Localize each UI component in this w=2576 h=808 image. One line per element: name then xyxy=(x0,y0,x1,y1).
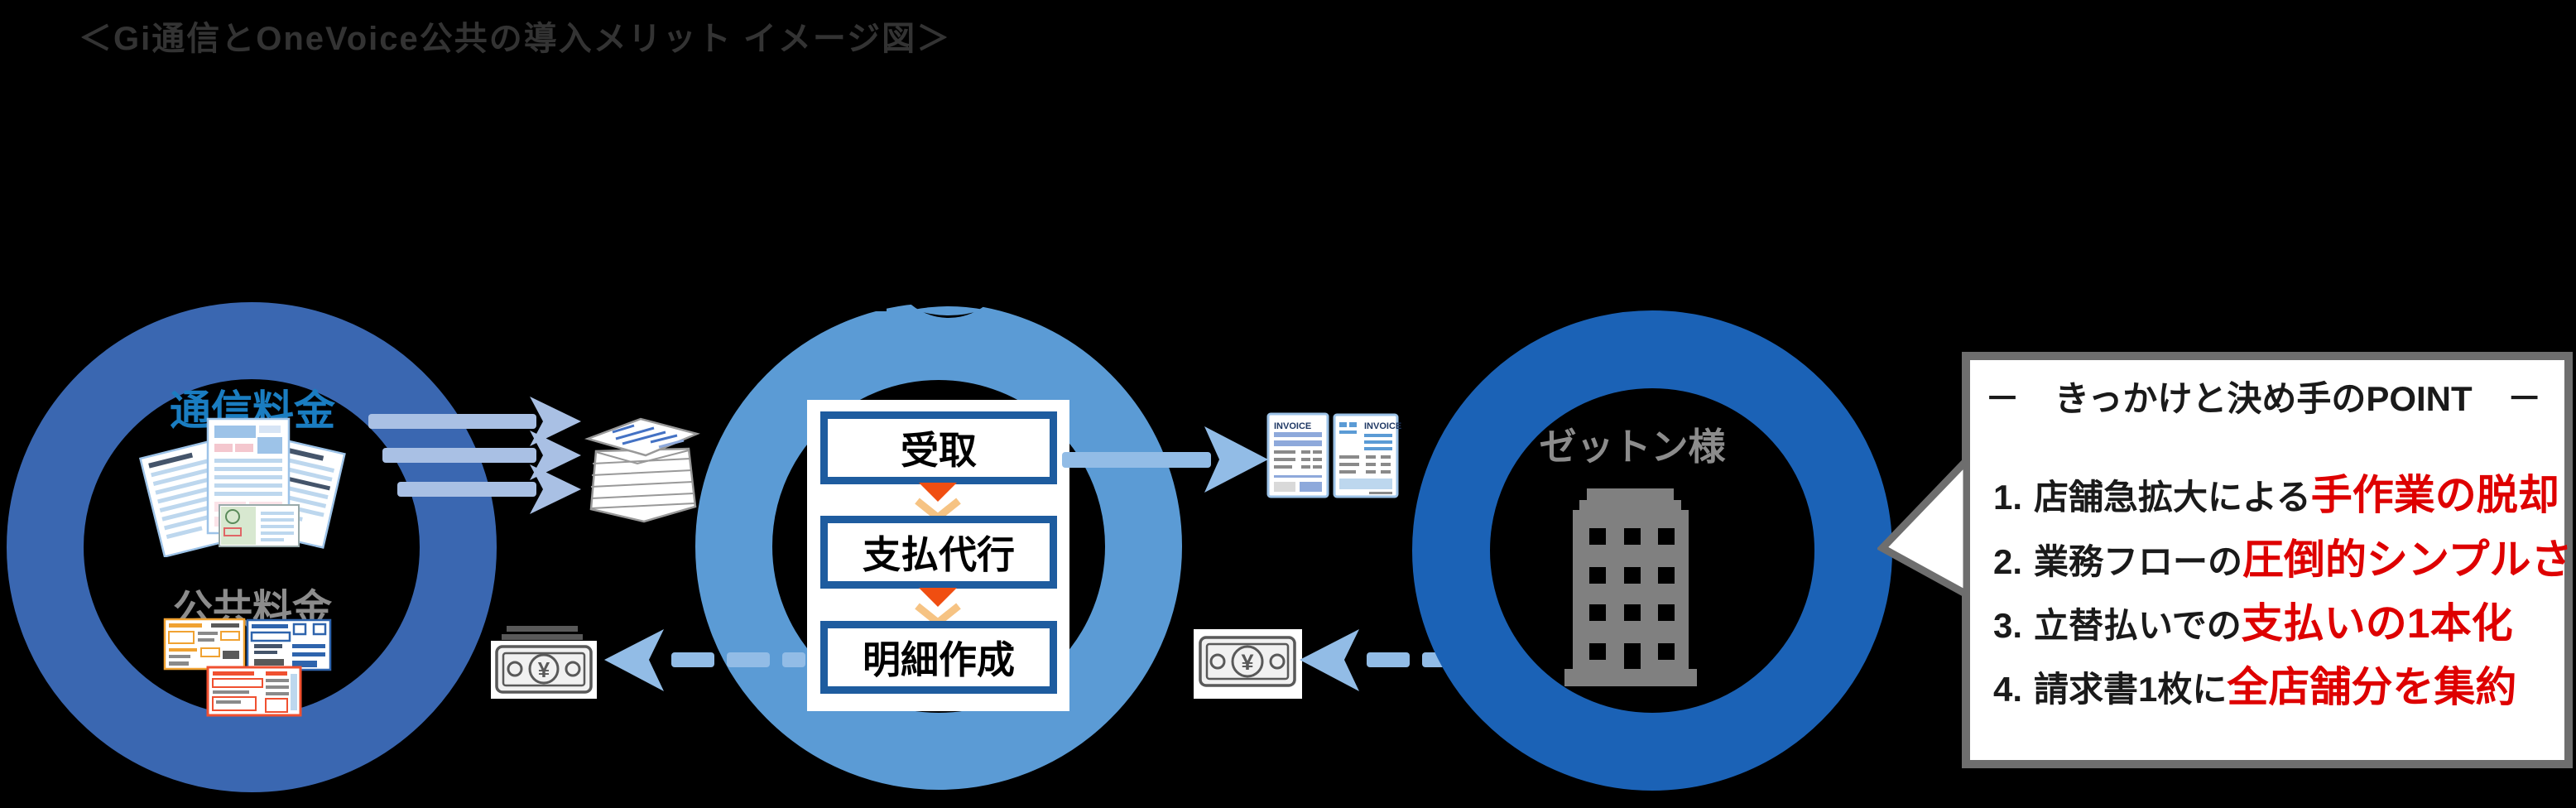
point-item: 4. 請求書1枚に全店舗分を集約 xyxy=(1993,654,2516,710)
step-statement-creation-box: 明細作成 xyxy=(820,621,1057,694)
point-item-number: 4. xyxy=(1993,670,2023,709)
money-stack-icon: ¥ xyxy=(491,626,597,699)
invoice-flow-arrow-icon xyxy=(1062,426,1268,493)
client-name-label: ゼットン様 xyxy=(1539,426,1726,468)
point-item-text: 立替払いでの xyxy=(2034,606,2242,645)
process-flow-panel: 受取 支払代行 明細作成 xyxy=(807,400,1069,711)
telecom-invoices-icon xyxy=(138,417,346,557)
point-item-highlight: 全店舗分を集約 xyxy=(2227,664,2517,710)
documents-flow-arrows-icon xyxy=(368,397,581,514)
badge-text-shadow xyxy=(1012,298,1055,311)
point-item: 2. 業務フローの圧倒的シンプルさ xyxy=(1993,527,2573,583)
point-item-number: 1. xyxy=(1993,478,2023,517)
badge-notch xyxy=(889,199,1008,318)
badge-text-shadow xyxy=(848,300,887,311)
point-item-text: 請求書1枚に xyxy=(2034,670,2228,709)
point-item-number: 2. xyxy=(1993,542,2023,581)
yen-symbol-text: ¥ xyxy=(538,657,550,682)
page-title: ＜Gi通信とOneVoice公共の導入メリット イメージ図＞ xyxy=(79,21,952,57)
step-receive-box: 受取 xyxy=(820,411,1057,484)
invoice-title-text: INVOICE xyxy=(1364,421,1401,431)
point-item-text: 店舗急拡大による xyxy=(2034,478,2311,517)
building-icon xyxy=(1564,488,1697,686)
point-item-highlight: 手作業の脱却 xyxy=(2310,472,2559,518)
point-item: 1. 店舗急拡大による手作業の脱却 xyxy=(1993,462,2559,518)
invoice-title-text: INVOICE xyxy=(1274,421,1311,431)
point-item: 3. 立替払いでの支払いの1本化 xyxy=(1993,590,2513,647)
point-title: － きっかけと決め手のPOINT － xyxy=(1985,379,2542,418)
utility-bills-icon xyxy=(163,618,332,717)
point-item-highlight: 支払いの1本化 xyxy=(2241,600,2513,647)
point-item-text: 業務フローの xyxy=(2034,542,2243,581)
step-statement-creation-label: 明細作成 xyxy=(863,638,1015,681)
paper-stack-icon xyxy=(584,417,700,523)
step-payment-agency-box: 支払代行 xyxy=(820,516,1057,589)
invoice-documents-icon: INVOICE INVOICE xyxy=(1266,412,1401,498)
yen-symbol-text: ¥ xyxy=(1241,650,1253,675)
payment-return-arrow-icon xyxy=(604,629,805,691)
badge-notch-highlight xyxy=(914,306,983,315)
step-receive-label: 受取 xyxy=(901,429,977,472)
money-icon: ¥ xyxy=(1194,629,1302,699)
point-callout-box xyxy=(1962,352,2573,768)
point-item-number: 3. xyxy=(1993,606,2023,645)
step-payment-agency-label: 支払代行 xyxy=(863,533,1015,576)
point-item-highlight: 圧倒的シンプルさ xyxy=(2242,536,2573,583)
callout-tail xyxy=(1877,457,1970,598)
